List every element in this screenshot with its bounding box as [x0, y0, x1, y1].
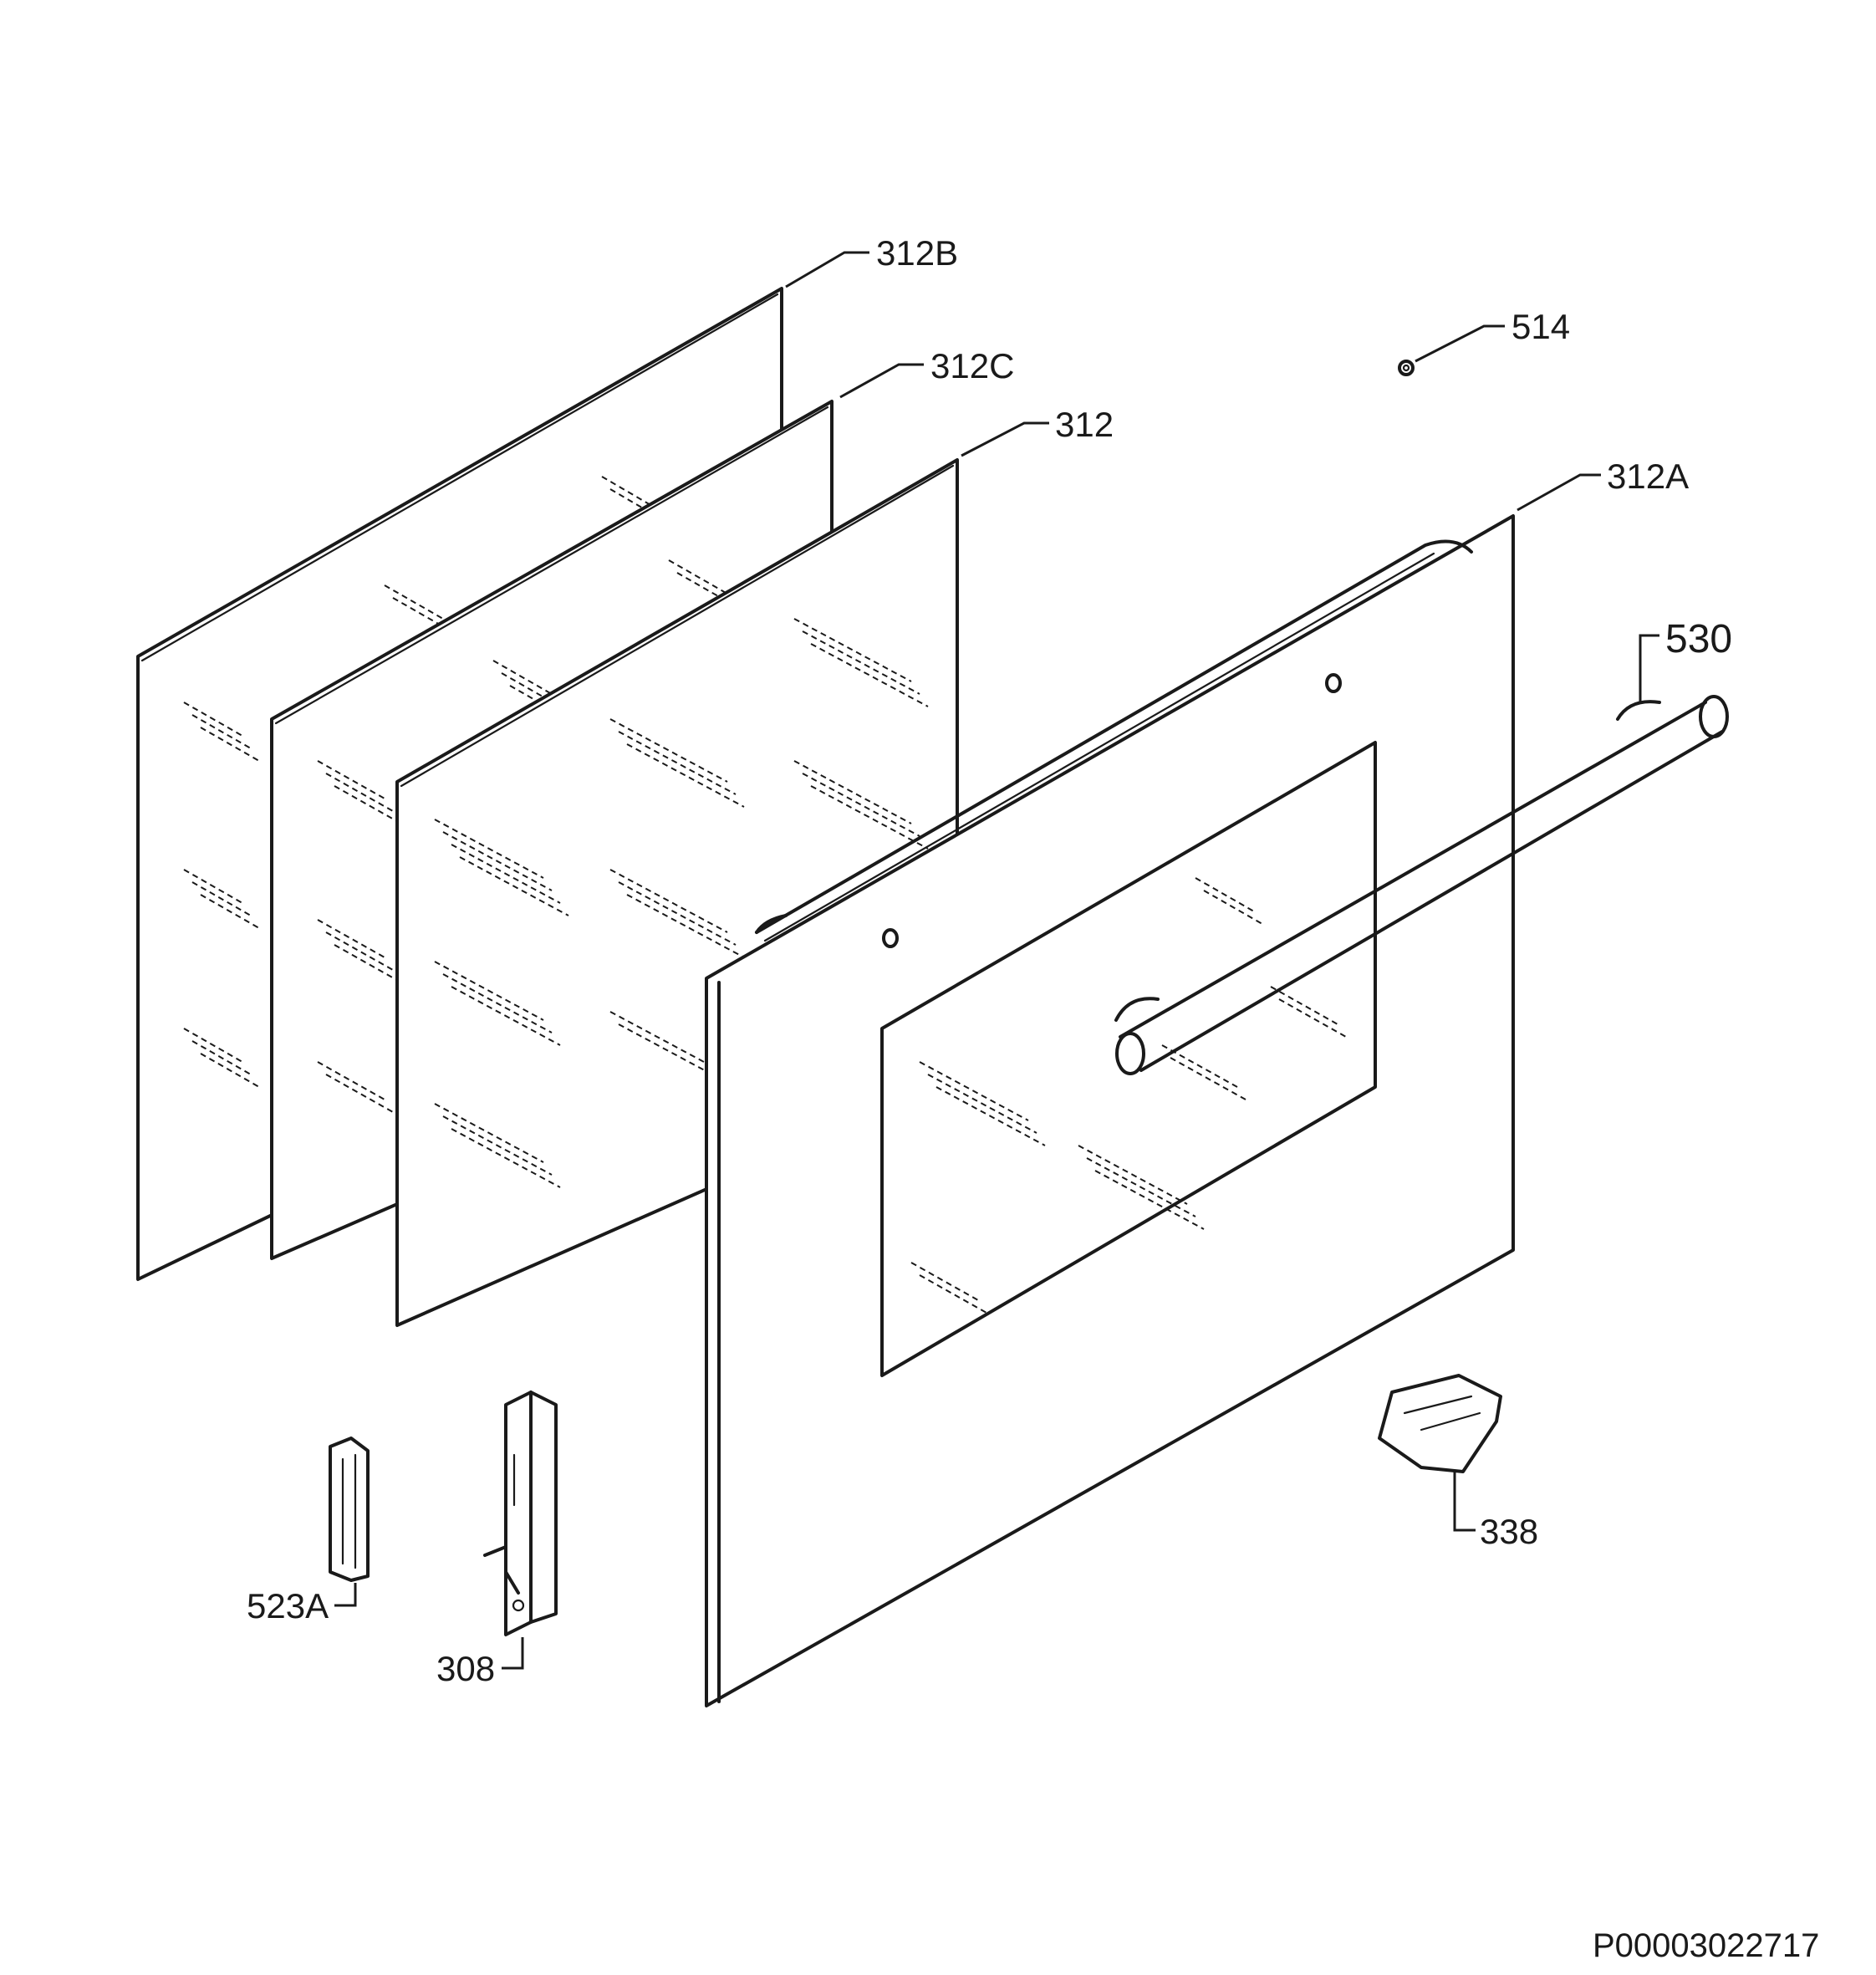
door-outer-panel-312A[interactable]	[705, 514, 1515, 1707]
part-label-312A: 312A	[1607, 457, 1689, 496]
latch-338[interactable]	[1378, 1374, 1502, 1473]
part-label-312B: 312B	[876, 233, 958, 273]
part-label-523A: 523A	[247, 1586, 329, 1625]
part-label-530: 530	[1665, 617, 1732, 661]
reference-number: P00003022717	[1593, 1927, 1819, 1964]
part-label-338: 338	[1480, 1512, 1538, 1551]
part-label-312: 312	[1055, 405, 1114, 444]
hinge-308[interactable]	[483, 1391, 558, 1636]
callout-lines	[334, 251, 1659, 1670]
door-handle-530[interactable]	[1114, 695, 1729, 1075]
screw-514[interactable]	[1398, 360, 1415, 376]
part-label-312C: 312C	[930, 346, 1014, 385]
bracket-523A[interactable]	[329, 1437, 370, 1582]
part-label-308: 308	[436, 1649, 495, 1688]
part-label-514: 514	[1512, 307, 1570, 346]
